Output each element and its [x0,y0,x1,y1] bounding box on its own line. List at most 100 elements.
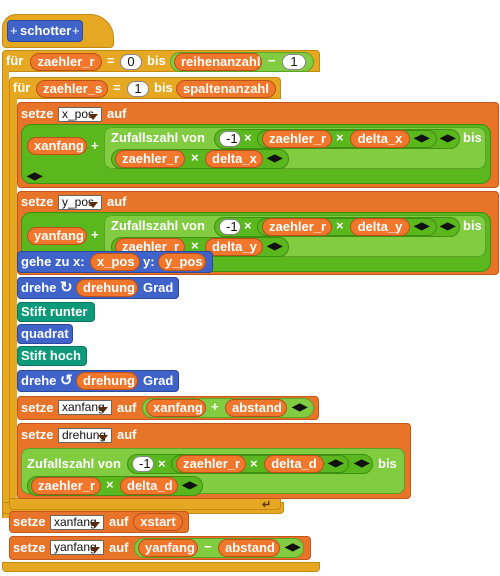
variadic-arrows-icon[interactable]: ◀▶ [292,402,308,413]
bis-keyword: bis [463,218,482,233]
plus-sign: + [211,399,219,414]
target-dropdown-xanfang[interactable]: xanfang [58,400,112,415]
pen-down-block[interactable]: Stift runter [17,302,95,322]
plus-sign: + [91,227,99,242]
random-label: Zufallszahl von [111,130,205,145]
variadic-arrows-icon[interactable]: ◀▶ [328,458,344,469]
to-keyword-inner: bis [154,80,173,95]
target-dropdown-xanfang[interactable]: xanfang [50,515,104,530]
quadrat-label: quadrat [21,326,69,341]
times-sign-3: × [106,477,114,492]
loop-var-zaehler-r[interactable]: zaehler_r [30,53,102,71]
custom-block-prototype[interactable]: + schotter + [7,20,83,42]
var-drehung[interactable]: drehung [76,279,138,297]
var-delta-y[interactable]: delta_y [350,218,410,236]
var-y-pos[interactable]: y_pos [158,253,206,271]
minus-value-input[interactable]: 1 [282,54,306,70]
for-loop-outer-foot-bottom [2,562,320,572]
quadrat-custom-block[interactable]: quadrat [17,324,73,344]
loop-var-zaehler-s[interactable]: zaehler_s [36,80,108,98]
pen-up-block[interactable]: Stift hoch [17,346,87,366]
set-keyword: setze [21,106,54,121]
random-label: Zufallszahl von [27,456,121,471]
var-yanfang[interactable]: yanfang [27,227,87,245]
random-min-input[interactable]: -1 [132,456,154,472]
equals-sign-inner: = [113,80,121,95]
prototype-label: schotter [20,23,72,38]
random-min-input[interactable]: -1 [219,131,241,147]
variadic-arrows-icon[interactable]: ◀▶ [182,480,198,491]
variadic-arrows-icon[interactable]: ◀▶ [267,241,283,252]
times-sign-2: × [250,456,258,471]
var-zaehler-r[interactable]: zaehler_r [262,218,332,236]
times-sign-2: × [336,130,344,145]
var-xstart[interactable]: xstart [133,513,183,531]
variadic-arrows-icon[interactable]: ◀▶ [285,542,301,553]
var-reihenanzahl[interactable]: reihenanzahl [174,53,262,71]
start-value-input[interactable]: 0 [120,54,142,70]
var-zaehler-r-upper[interactable]: zaehler_r [31,477,101,495]
times-sign-2: × [336,218,344,233]
degree-unit: Grad [143,373,174,388]
variadic-arrows-icon[interactable]: ◀▶ [440,133,456,144]
var-yanfang[interactable]: yanfang [138,539,198,557]
auf-keyword: auf [109,514,129,529]
var-delta-x-upper[interactable]: delta_x [205,150,263,168]
times-sign: × [244,130,252,145]
start-value-input-inner[interactable]: 1 [127,81,149,97]
bis-keyword: bis [463,130,482,145]
loop-arrow-icon: ↵ [262,499,272,511]
var-drehung[interactable]: drehung [76,372,138,390]
times-sign: × [158,456,166,471]
times-sign-3: × [191,150,199,165]
target-dropdown-y-pos[interactable]: y_pos [58,195,102,210]
pen-up-label: Stift hoch [21,348,81,363]
auf-keyword: auf [117,427,137,442]
var-delta-d-upper[interactable]: delta_d [120,477,178,495]
var-zaehler-r[interactable]: zaehler_r [176,455,246,473]
times-sign-3: × [191,238,199,253]
to-keyword: bis [147,53,166,68]
for-loop-inner-foot [9,498,281,510]
plus-sign: + [91,138,99,153]
var-xanfang[interactable]: xanfang [146,399,206,417]
prototype-left-plus[interactable]: + [10,23,18,38]
auf-keyword: auf [107,106,127,121]
variadic-arrows-icon[interactable]: ◀▶ [267,153,283,164]
bis-keyword: bis [378,456,397,471]
var-delta-y-upper[interactable]: delta_y [205,238,263,256]
var-spaltenanzahl[interactable]: spaltenanzahl [176,80,276,98]
minus-sign: − [204,539,212,554]
random-label: Zufallszahl von [111,218,205,233]
goto-y-label: y: [143,254,155,269]
var-abstand[interactable]: abstand [218,539,280,557]
target-dropdown-yanfang[interactable]: yanfang [50,540,104,555]
clockwise-icon: ↻ [60,279,73,296]
degree-unit: Grad [143,280,174,295]
prototype-right-plus[interactable]: + [72,23,80,38]
variadic-arrows-icon[interactable]: ◀▶ [414,221,430,232]
target-dropdown-drehung[interactable]: drehung [58,428,112,443]
var-xanfang[interactable]: xanfang [27,137,87,155]
var-abstand[interactable]: abstand [225,399,287,417]
set-keyword: setze [13,540,46,555]
var-delta-d[interactable]: delta_d [264,455,324,473]
auf-keyword: auf [117,400,137,415]
variadic-arrows-icon[interactable]: ◀▶ [414,133,430,144]
set-keyword: setze [13,514,46,529]
for-keyword-inner: für [13,80,31,95]
variadic-arrows-icon[interactable]: ◀▶ [27,171,43,182]
var-zaehler-r[interactable]: zaehler_r [262,130,332,148]
var-delta-x[interactable]: delta_x [350,130,410,148]
set-keyword: setze [21,194,54,209]
for-loop-inner-arm [9,97,17,507]
var-zaehler-r-upper[interactable]: zaehler_r [115,150,185,168]
var-x-pos[interactable]: x_pos [90,253,140,271]
variadic-arrows-icon[interactable]: ◀▶ [440,221,456,232]
turn-label: drehe [21,373,57,388]
random-min-input[interactable]: -1 [219,219,241,235]
variadic-arrows-icon[interactable]: ◀▶ [354,458,370,469]
set-keyword: setze [21,427,54,442]
for-loop-outer-arm [2,70,9,518]
target-dropdown-x-pos[interactable]: x_pos [58,107,102,122]
